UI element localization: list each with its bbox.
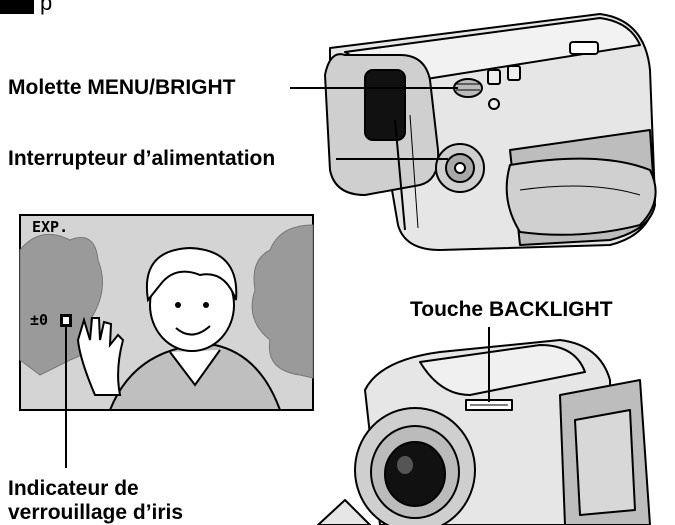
label-power-switch: Interrupteur d’alimentation (8, 147, 275, 171)
lcd-screen-illustration (20, 215, 313, 410)
label-iris-lock-line2: verrouillage d’iris (8, 501, 183, 525)
camcorder-rear-illustration (325, 14, 656, 250)
camcorder-front-illustration (318, 340, 650, 525)
iris-lock-icon (60, 314, 72, 327)
label-iris-lock-line1: Indicateur de (8, 477, 139, 501)
lcd-mode-text: EXP. (32, 218, 68, 236)
label-backlight: Touche BACKLIGHT (410, 298, 613, 322)
label-menu-bright: Molette MENU/BRIGHT (8, 76, 236, 100)
lcd-exposure-value: ±0 (30, 311, 48, 329)
